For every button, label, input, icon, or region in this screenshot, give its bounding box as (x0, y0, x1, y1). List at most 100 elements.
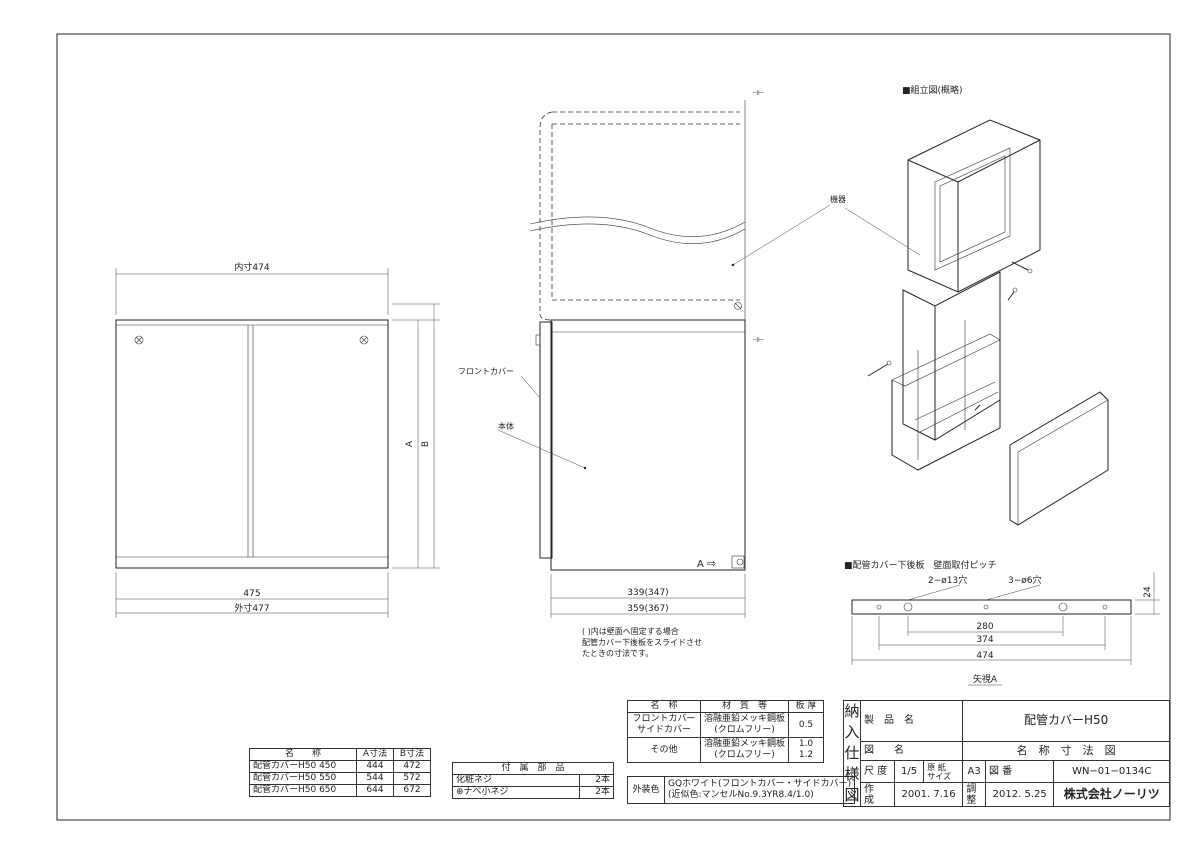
scale-label: 尺 度 (860, 760, 895, 784)
spec-label-char: 様 (844, 765, 860, 783)
screw-icon (359, 335, 369, 345)
arrow-right-icon: ⇨ (707, 557, 716, 570)
screw-icon (736, 558, 744, 566)
screw-icon (1007, 287, 1018, 301)
pitch-374-dim: 374 (976, 635, 993, 645)
paper-size: A3 (962, 760, 986, 784)
size-name-cell: 配管カバーH50 450 (249, 760, 357, 773)
size-table-header: B寸法 (393, 748, 431, 761)
product-label: 製 品 名 (859, 700, 964, 742)
screw-icon (1011, 261, 1033, 274)
screw-icon: ⊣⊢ (752, 336, 764, 344)
plate-width-dim: 474 (976, 651, 993, 661)
outer-width-dim: 外寸477 (234, 602, 269, 614)
revised-date: 2012. 5.25 (984, 782, 1055, 807)
revised-label: 調 (966, 783, 977, 795)
view-a-label: 矢視A (973, 673, 998, 685)
created-label: 成 (864, 794, 874, 806)
table-row: 配管カバーH50 550 544 572 (249, 772, 431, 785)
spec-label-char: 仕 (844, 744, 860, 762)
body-label: 本体 (498, 421, 514, 431)
screw-icon (734, 302, 742, 310)
material-name: サイドカバー (636, 725, 691, 735)
rear-plate-title: ■配管カバー下後板 壁面取付ピッチ (844, 559, 997, 571)
holes-large-label: 3−ø6穴 (1008, 574, 1042, 586)
material-thickness: 1.2 (798, 750, 814, 760)
screw-icon: ⊣⊢ (752, 89, 764, 97)
material-header: 名 称 (627, 700, 701, 713)
spec-label-char: 納 (844, 702, 860, 720)
size-table-header: A寸法 (356, 748, 394, 761)
finish-label: 外装色 (627, 776, 665, 804)
width-475-dim: 475 (243, 589, 260, 599)
material-spec: (クロムフリー) (714, 750, 775, 760)
inner-width-dim: 内寸474 (234, 261, 269, 273)
size-name-cell: 配管カバーH50 650 (249, 784, 357, 797)
depth-339-dim: 339(347) (627, 588, 668, 598)
material-table: 名 称 材 質 等 板 厚 フロントカバーサイドカバー 溶融亜鉛メッキ鋼板(クロ… (627, 700, 825, 763)
size-b-cell: 472 (393, 760, 431, 773)
screw-icon (867, 360, 892, 377)
dim-b-label: B (421, 441, 431, 447)
material-thickness: 0.5 (798, 719, 814, 730)
material-header: 板 厚 (788, 700, 825, 713)
paper-label: サイズ (927, 771, 951, 781)
finish-line: GQホワイト(フロントカバー・サイドカバー) (668, 779, 852, 789)
company-name: 株式会社ノーリツ (1053, 782, 1170, 807)
side-note-line-1: ( )内は壁面へ固定する場合 (582, 626, 679, 636)
holes-small-label: 2−ø13穴 (928, 574, 967, 586)
screw-icon (134, 335, 144, 345)
pitch-280-dim: 280 (976, 622, 993, 632)
side-view: ⊣⊢ ⊣⊢ A ⇨ フロントカバー 本体 機器 339(347) 359(367… (458, 89, 846, 658)
finish-line: (近似色:マンセルNo.9.3YR8.4/1.0) (668, 790, 814, 800)
screw-icon (974, 404, 981, 411)
table-row: 配管カバーH50 650 644 672 (249, 784, 431, 797)
created-label: 作 (864, 783, 874, 795)
plate-height-dim: 24 (1143, 586, 1153, 598)
product-name: 配管カバーH50 (962, 700, 1170, 742)
finish-table: 外装色 GQホワイト(フロントカバー・サイドカバー)(近似色:マンセルNo.9.… (627, 776, 856, 804)
spec-label-char: 入 (844, 723, 860, 741)
material-header: 材 質 等 (699, 700, 790, 713)
assembly-title: ■組立図(概略) (902, 84, 963, 96)
material-thickness: 1.0 (798, 739, 814, 749)
size-name-cell: 配管カバーH50 550 (249, 772, 357, 785)
material-spec: 溶融亜鉛メッキ鋼板 (704, 739, 786, 749)
paper-label: 原 紙 (927, 762, 946, 772)
table-row: フロントカバーサイドカバー 溶融亜鉛メッキ鋼板(クロムフリー) 0.5 (627, 712, 825, 738)
front-cover-label: フロントカバー (458, 367, 514, 376)
title-block: 納 入 仕 様 図 製 品 名 配管カバーH50 図 名 名 称 寸 法 図 尺… (843, 700, 1170, 807)
rear-plate-view: ■配管カバー下後板 壁面取付ピッチ 2−ø13穴 3−ø6穴 24 280 37… (844, 559, 1160, 686)
spec-label-char: 図 (844, 786, 860, 804)
size-b-cell: 672 (393, 784, 431, 797)
side-note-line-3: たときの寸法です。 (582, 648, 653, 658)
assembly-view: ■組立図(概略) (844, 84, 1109, 526)
size-b-cell: 572 (393, 772, 431, 785)
size-a-cell: 544 (356, 772, 394, 785)
part-name-cell: ⊕ナベ小ネジ (452, 786, 580, 799)
revised-label: 整 (966, 794, 977, 806)
parts-table-header: 付 属 部 品 (452, 762, 614, 775)
table-row: 配管カバーH50 450 444 472 (249, 760, 431, 773)
front-view: 内寸474 475 外寸477 A B (115, 261, 440, 618)
drawing-frame (56, 33, 1171, 821)
size-a-cell: 444 (356, 760, 394, 773)
material-spec: (クロムフリー) (714, 725, 775, 735)
part-qty-cell: 2本 (579, 774, 614, 787)
part-qty-cell: 2本 (579, 786, 614, 799)
drawing-number: WN−01−0134C (1053, 760, 1170, 784)
depth-359-dim: 359(367) (627, 604, 668, 614)
drawing-label: 図 名 (859, 740, 964, 762)
drawing-name: 名 称 寸 法 図 (962, 740, 1170, 762)
arrow-a-label: A (697, 559, 704, 570)
material-name: フロントカバー (632, 714, 696, 724)
scale-value: 1/5 (893, 760, 925, 784)
part-name-cell: 化粧ネジ (452, 774, 580, 787)
material-name: その他 (650, 744, 678, 755)
size-table-header: 名 称 (249, 748, 357, 761)
